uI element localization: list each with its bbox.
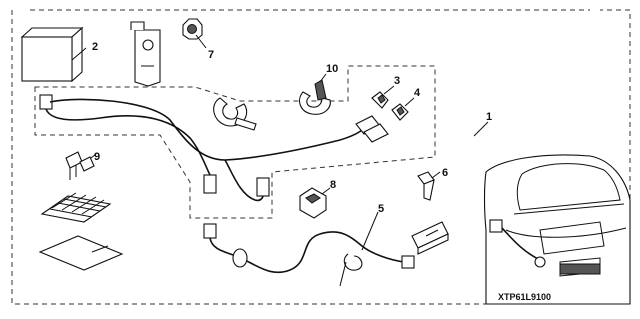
cable-tie-ring-icon <box>213 97 257 131</box>
callout-9-label: 9 <box>94 151 100 163</box>
bolt-icon <box>417 171 441 201</box>
callout-3: 3 <box>394 75 400 87</box>
harness-group-outline <box>34 65 436 219</box>
connector-3-icon <box>371 85 395 109</box>
callout-1-label: 1 <box>486 111 492 123</box>
callout-7: 7 <box>208 49 214 61</box>
callout-5-label: 5 <box>378 203 384 215</box>
label-grid-icon <box>40 192 112 223</box>
diagram-code: XTP61L9100 <box>498 292 551 302</box>
vehicle-rear-icon <box>483 154 631 305</box>
callout-5: 5 <box>378 203 384 215</box>
callout-3-label: 3 <box>394 75 400 87</box>
callout-6-label: 6 <box>442 167 448 179</box>
callout-10-label: 10 <box>326 63 338 75</box>
instruction-sheet-icon <box>38 235 124 271</box>
wire-harness-icon <box>39 94 389 202</box>
callout-1: 1 <box>473 111 492 137</box>
cable-clamp-10-icon <box>299 73 331 115</box>
fuse-icon <box>65 151 97 180</box>
callout-2-label: 2 <box>92 41 98 53</box>
holder-clip-icon <box>299 187 331 219</box>
grommet-nut-icon <box>182 18 207 49</box>
callout-10: 10 <box>326 63 338 75</box>
callout-2: 2 <box>92 41 98 53</box>
trailer-harness-icon <box>203 211 415 287</box>
holder-case-icon <box>411 221 449 255</box>
callout-6: 6 <box>442 167 448 179</box>
callout-4: 4 <box>414 87 421 99</box>
connector-4-icon <box>391 97 415 121</box>
callout-4-label: 4 <box>414 87 421 99</box>
mounting-bracket-icon <box>130 21 161 87</box>
callout-8: 8 <box>330 179 336 191</box>
callout-9: 9 <box>94 151 100 163</box>
callout-7-label: 7 <box>208 49 214 61</box>
callout-8-label: 8 <box>330 179 336 191</box>
control-module-icon <box>20 26 87 83</box>
